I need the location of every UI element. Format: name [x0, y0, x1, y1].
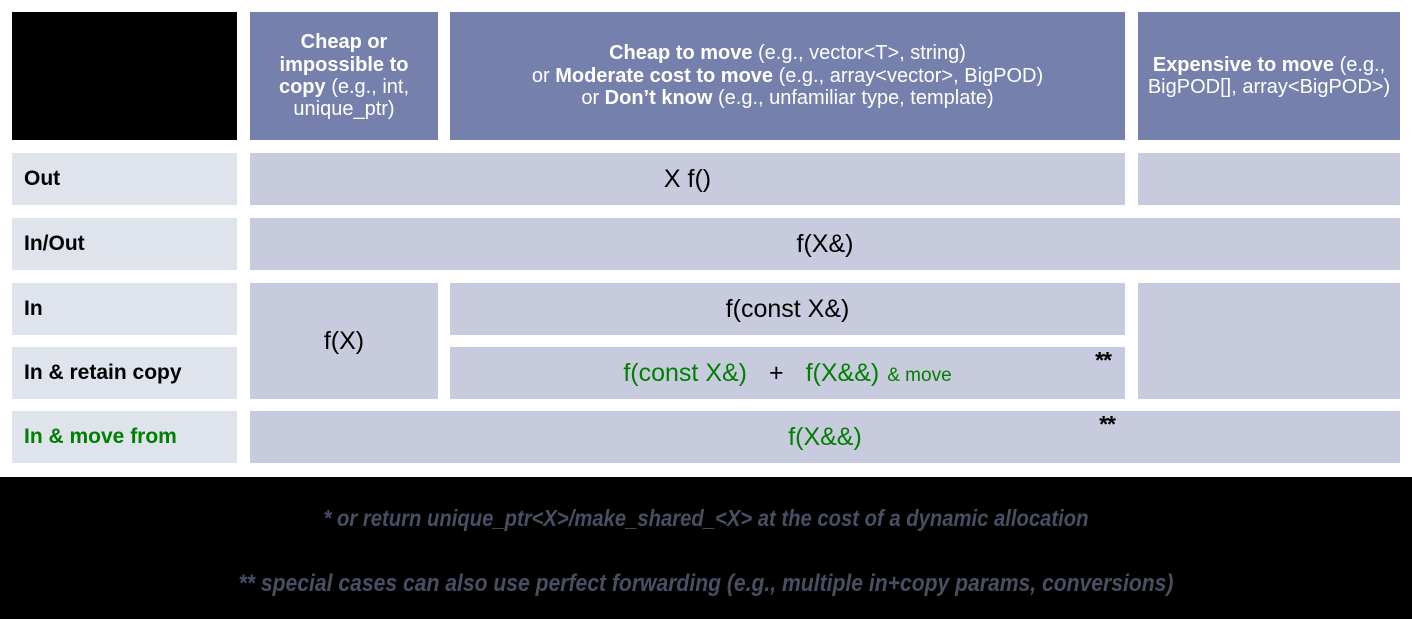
plus-operator: + — [769, 359, 784, 387]
signature-group: f(const X&) + f(X&&) & move — [623, 359, 951, 387]
footnote-marker-double-star: ** — [1095, 347, 1112, 373]
header-regular-text: (e.g., int, unique_ptr) — [293, 76, 410, 121]
column-header-text: Cheap or impossible to copy (e.g., int, … — [258, 31, 430, 121]
signature-text-rvalue-ref: f(X&&) — [805, 359, 880, 387]
signature-suffix-and-move: & move — [887, 365, 952, 386]
cell-in-cheapcopy-f-x: f(X) — [250, 283, 438, 399]
column-header-expensive-to-move: Expensive to move (e.g., BigPOD[], array… — [1138, 12, 1400, 140]
column-header-text: Cheap to move (e.g., vector<T>, string) … — [532, 42, 1043, 109]
table-corner-cell — [12, 12, 237, 140]
column-header-text: Expensive to move (e.g., BigPOD[], array… — [1146, 54, 1392, 99]
header-regular-text: or — [581, 87, 605, 110]
row-label-text: In/Out — [24, 232, 85, 256]
signature-text: f(X) — [323, 327, 365, 355]
header-bold-text: Expensive to move — [1152, 53, 1335, 76]
row-label-out: Out — [12, 153, 237, 205]
footnotes-panel: * or return unique_ptr<X>/make_shared_<X… — [0, 477, 1412, 619]
footnote-marker-double-star: ** — [1099, 411, 1116, 437]
footnote-double-star: ** special cases can also use perfect fo… — [238, 570, 1174, 597]
row-label-text: In — [24, 297, 43, 321]
header-regular-text: (e.g., BigPOD[], array<BigPOD>) — [1147, 53, 1391, 98]
row-label-text: Out — [24, 167, 61, 191]
cell-in-expensive-empty — [1138, 283, 1400, 399]
header-bold-text: Cheap or impossible to copy — [278, 31, 409, 98]
row-label-text: In & retain copy — [24, 361, 182, 385]
header-bold-text: Don’t know — [604, 87, 713, 110]
cell-move-from-f-xrvalue: f(X&&) ** — [250, 411, 1400, 463]
header-regular-text: (e.g., array<vector>, BigPOD) — [773, 64, 1044, 87]
column-header-cheap-or-impossible-to-copy: Cheap or impossible to copy (e.g., int, … — [250, 12, 438, 140]
signature-text: X f() — [663, 165, 712, 193]
row-label-in-out: In/Out — [12, 218, 237, 270]
header-regular-text: (e.g., vector<T>, string) — [752, 42, 966, 65]
header-regular-text: (e.g., unfamiliar type, template) — [712, 87, 994, 110]
signature-text: f(X&&) — [788, 423, 862, 451]
row-label-in-and-move-from: In & move from — [12, 411, 237, 463]
cell-retain-copy-signatures: f(const X&) + f(X&&) & move ** — [450, 347, 1125, 399]
signature-text: f(const X&) — [725, 295, 850, 323]
column-header-cheap-to-move: Cheap to move (e.g., vector<T>, string) … — [450, 12, 1125, 140]
signature-text: f(X&) — [796, 230, 854, 258]
cell-out-x-f: X f() — [250, 153, 1125, 205]
cell-inout-f-xref: f(X&) — [250, 218, 1400, 270]
header-bold-text: Cheap to move — [609, 42, 753, 65]
header-regular-text: or — [531, 64, 556, 87]
row-label-text: In & move from — [24, 425, 177, 449]
row-label-in: In — [12, 283, 237, 335]
header-bold-text: Moderate cost to move — [555, 64, 774, 87]
footnote-single-star: * or return unique_ptr<X>/make_shared_<X… — [323, 505, 1089, 531]
row-label-in-and-retain-copy: In & retain copy — [12, 347, 237, 399]
signature-text-const-ref: f(const X&) — [623, 359, 747, 387]
cell-out-expensive-empty — [1138, 153, 1400, 205]
cell-in-cheapmove-f-const-xref: f(const X&) — [450, 283, 1125, 335]
